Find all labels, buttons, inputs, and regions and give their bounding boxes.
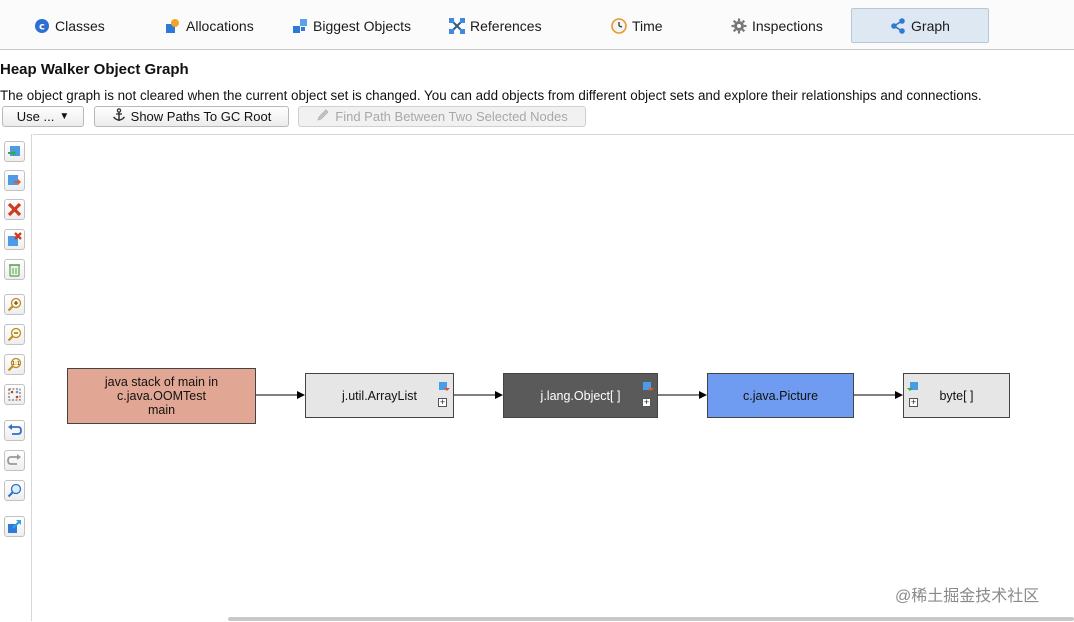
clear-graph-icon	[9, 264, 20, 277]
find-button[interactable]	[4, 480, 25, 501]
svg-text:1:1: 1:1	[12, 361, 20, 367]
zoom-100-button[interactable]: 1:1	[4, 354, 25, 375]
node-label: java stack of main in c.java.OOMTest mai…	[104, 375, 219, 417]
inspections-icon	[731, 18, 747, 34]
expand-node-button[interactable]: +	[909, 397, 918, 407]
zoom-out-icon	[7, 327, 22, 342]
export-icon	[8, 520, 21, 533]
svg-text:c: c	[39, 21, 45, 32]
fit-content-icon	[8, 388, 21, 401]
tab-label: Classes	[55, 17, 105, 34]
watermark-text: @稀土掘金技术社区	[895, 588, 1040, 605]
horizontal-scrollbar[interactable]	[228, 617, 1074, 621]
undo-icon	[8, 424, 22, 435]
anchor-icon	[112, 108, 126, 125]
tab-label: Biggest Objects	[313, 17, 412, 34]
graph-node-java-stack[interactable]: java stack of main in c.java.OOMTest mai…	[67, 368, 256, 424]
tab-label: Graph	[911, 17, 950, 34]
biggest-objects-icon	[292, 18, 308, 34]
zoom-100-icon: 1:1	[7, 357, 22, 372]
tab-classes[interactable]: c Classes	[34, 8, 105, 43]
expand-node-button[interactable]: +	[642, 397, 651, 407]
incoming-references-icon	[907, 382, 918, 391]
redo-button[interactable]	[4, 450, 25, 471]
add-selected-icon	[8, 175, 21, 185]
export-button[interactable]	[4, 516, 25, 537]
zoom-in-icon	[7, 297, 22, 312]
add-selected-button[interactable]	[4, 170, 25, 191]
graph-node-arraylist[interactable]: j.util.ArrayList +	[305, 373, 454, 418]
graph-node-byte-array[interactable]: byte[ ] +	[903, 373, 1010, 418]
graph-icon	[890, 17, 906, 34]
undo-button[interactable]	[4, 420, 25, 441]
graph-tool-sidebar: 1:1	[0, 134, 32, 621]
tab-graph[interactable]: Graph	[851, 8, 989, 43]
zoom-in-button[interactable]	[4, 294, 25, 315]
tab-allocations[interactable]: Allocations	[165, 8, 254, 43]
find-path-label: Find Path Between Two Selected Nodes	[335, 109, 568, 124]
find-path-button[interactable]: Find Path Between Two Selected Nodes	[298, 106, 586, 127]
tab-label: Allocations	[186, 17, 254, 34]
add-objects-icon	[8, 146, 20, 156]
remove-button[interactable]	[4, 199, 25, 220]
graph-node-object-array[interactable]: j.lang.Object[ ] +	[503, 373, 658, 418]
use-dropdown-button[interactable]: Use ... ▼	[2, 106, 84, 127]
page-description: The object graph is not cleared when the…	[0, 88, 982, 103]
redo-icon	[7, 454, 21, 465]
view-tab-bar: c Classes Allocations Biggest Objects Re…	[0, 0, 1074, 50]
time-icon	[611, 17, 627, 34]
tab-references[interactable]: References	[449, 8, 542, 43]
use-dropdown-label: Use ...	[16, 109, 55, 124]
graph-canvas[interactable]: java stack of main in c.java.OOMTest mai…	[33, 134, 1074, 621]
allocations-icon	[165, 18, 181, 34]
page-title: Heap Walker Object Graph	[0, 61, 189, 78]
classes-icon: c	[34, 18, 50, 34]
remove-unselected-button[interactable]	[4, 229, 25, 250]
remove-unselected-icon	[8, 232, 22, 246]
add-objects-button[interactable]	[4, 141, 25, 162]
tab-inspections[interactable]: Inspections	[731, 8, 823, 43]
find-icon	[7, 483, 22, 498]
node-label: c.java.Picture	[742, 388, 819, 403]
tab-biggest-objects[interactable]: Biggest Objects	[292, 8, 411, 43]
tab-label: Time	[632, 17, 663, 34]
show-paths-gc-root-button[interactable]: Show Paths To GC Root	[94, 106, 289, 127]
tab-time[interactable]: Time	[611, 8, 663, 43]
node-label: byte[ ]	[939, 388, 974, 403]
node-label: j.lang.Object[ ]	[540, 388, 621, 403]
references-icon	[449, 17, 465, 34]
tab-label: Inspections	[752, 17, 823, 34]
remove-icon	[7, 202, 22, 217]
expand-node-button[interactable]: +	[438, 397, 447, 407]
zoom-out-button[interactable]	[4, 324, 25, 345]
tab-label: References	[470, 17, 542, 34]
graph-edges	[256, 391, 903, 399]
pencil-icon	[316, 108, 330, 125]
chevron-down-icon: ▼	[59, 111, 70, 122]
clear-graph-button[interactable]	[4, 259, 25, 280]
gc-root-label: Show Paths To GC Root	[130, 109, 272, 124]
outgoing-references-icon	[643, 382, 654, 391]
node-label: j.util.ArrayList	[341, 388, 418, 403]
outgoing-references-icon	[439, 382, 450, 391]
graph-node-picture[interactable]: c.java.Picture	[707, 373, 854, 418]
fit-content-button[interactable]	[4, 384, 25, 405]
